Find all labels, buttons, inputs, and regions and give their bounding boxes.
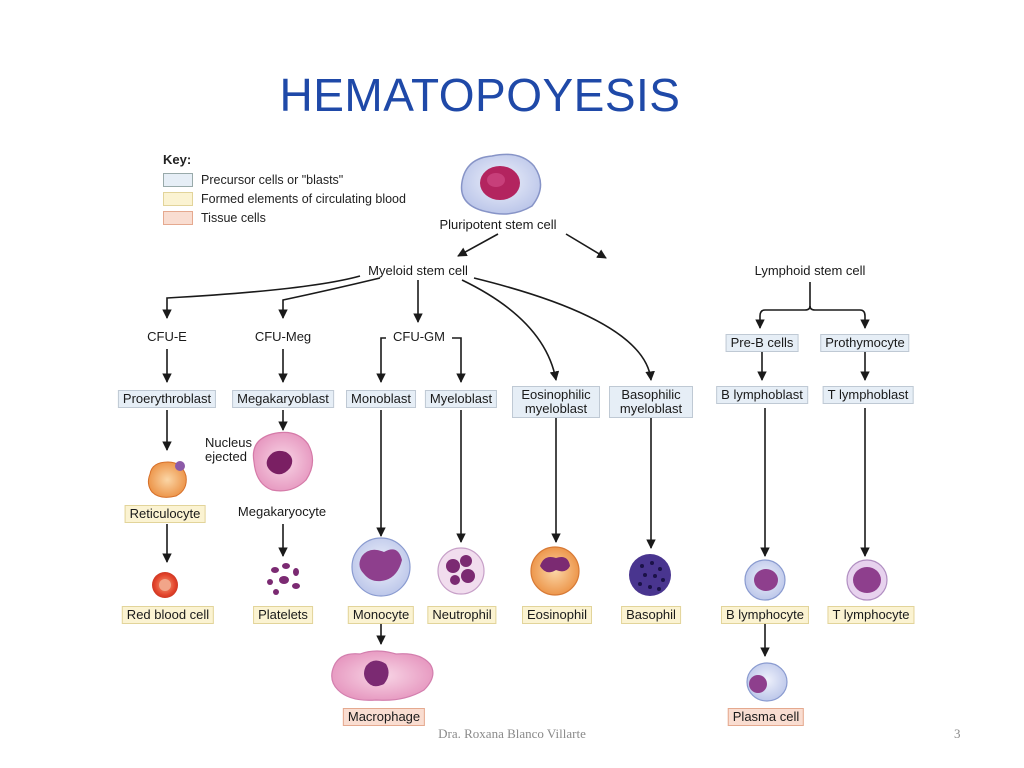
connectors (162, 233, 870, 657)
label-prothymocyte: Prothymocyte (820, 334, 910, 352)
arrow-to-cfu-e (162, 275, 361, 319)
label-t-lymphoblast: T lymphoblast (822, 386, 914, 404)
label-red-blood-cell: Red blood cell (121, 606, 215, 624)
arrow-to-prothymocyte (809, 305, 870, 329)
macrophage-image (331, 650, 434, 701)
label-b-lymphoblast: B lymphoblast (716, 386, 808, 404)
legend: Key: Precursor cells or "blasts" Formed … (163, 152, 406, 229)
label-monocyte: Monocyte (347, 606, 415, 624)
pluripotent-stem-cell-image (460, 153, 542, 215)
label-neutrophil: Neutrophil (427, 606, 497, 624)
b-lymphocyte-image (744, 559, 786, 601)
label-platelets: Platelets (253, 606, 313, 624)
plasma-cell-image (746, 662, 788, 702)
label-basophil: Basophil (621, 606, 681, 624)
arrow-to-cfu-meg (278, 277, 381, 319)
footer-author: Dra. Roxana Blanco Villarte (438, 726, 586, 741)
label-macrophage: Macrophage (342, 708, 426, 726)
label-pluripotent-stem-cell: Pluripotent stem cell (439, 217, 557, 232)
arrow-pluripotent-myeloid (457, 233, 499, 257)
legend-item-formed: Formed elements of circulating blood (163, 191, 406, 207)
arrow-to-myeloblast (452, 337, 466, 383)
label-t-lymphocyte: T lymphocyte (827, 606, 915, 624)
red-blood-cell-image (152, 572, 178, 598)
label-megakaryocyte: Megakaryocyte (237, 504, 327, 519)
legend-swatch (163, 211, 193, 225)
legend-swatch (163, 192, 193, 206)
arrow-to-basophilic (473, 277, 655, 381)
arrow-to-eosinophilic (461, 279, 560, 381)
platelets-image (267, 563, 300, 595)
t-lymphocyte-image (846, 559, 888, 601)
monocyte-image (351, 537, 411, 597)
label-cfu-gm: CFU-GM (393, 329, 445, 344)
basophil-image (629, 554, 671, 596)
label-megakaryoblast: Megakaryoblast (232, 390, 334, 408)
legend-label: Precursor cells or "blasts" (201, 173, 344, 187)
label-reticulocyte: Reticulocyte (124, 505, 206, 523)
arrow-to-monoblast (376, 337, 386, 383)
label-eosinophil: Eosinophil (522, 606, 592, 624)
legend-item-precursor: Precursor cells or "blasts" (163, 172, 406, 188)
label-nucleus-ejected: Nucleus ejected (205, 435, 252, 464)
label-proerythroblast: Proerythroblast (117, 390, 217, 408)
label-myeloblast: Myeloblast (424, 390, 498, 408)
neutrophil-image (437, 547, 485, 595)
slide-title: HEMATOPOYESIS (279, 69, 681, 121)
reticulocyte-image (147, 461, 187, 498)
label-monoblast: Monoblast (346, 390, 416, 408)
label-myeloid-stem-cell: Myeloid stem cell (368, 263, 468, 278)
label-eosinophilic-myeloblast: Eosinophilic myeloblast (512, 386, 600, 418)
page-number: 3 (954, 726, 961, 741)
legend-item-tissue: Tissue cells (163, 210, 406, 226)
arrow-pluripotent-lymphoid (565, 233, 607, 259)
label-plasma-cell: Plasma cell (727, 708, 805, 726)
legend-label: Tissue cells (201, 211, 266, 225)
legend-label: Formed elements of circulating blood (201, 192, 406, 206)
label-basophilic-myeloblast: Basophilic myeloblast (609, 386, 693, 418)
label-lymphoid-stem-cell: Lymphoid stem cell (754, 263, 866, 278)
label-b-lymphocyte: B lymphocyte (720, 606, 810, 624)
legend-title: Key: (163, 152, 192, 167)
label-cfu-e: CFU-E (147, 329, 187, 344)
legend-swatch (163, 173, 193, 187)
arrow-to-pre-b (755, 282, 811, 329)
label-pre-b-cells: Pre-B cells (725, 334, 799, 352)
eosinophil-image (530, 546, 580, 596)
megakaryocyte-image (252, 431, 314, 492)
label-cfu-meg: CFU-Meg (254, 329, 312, 344)
